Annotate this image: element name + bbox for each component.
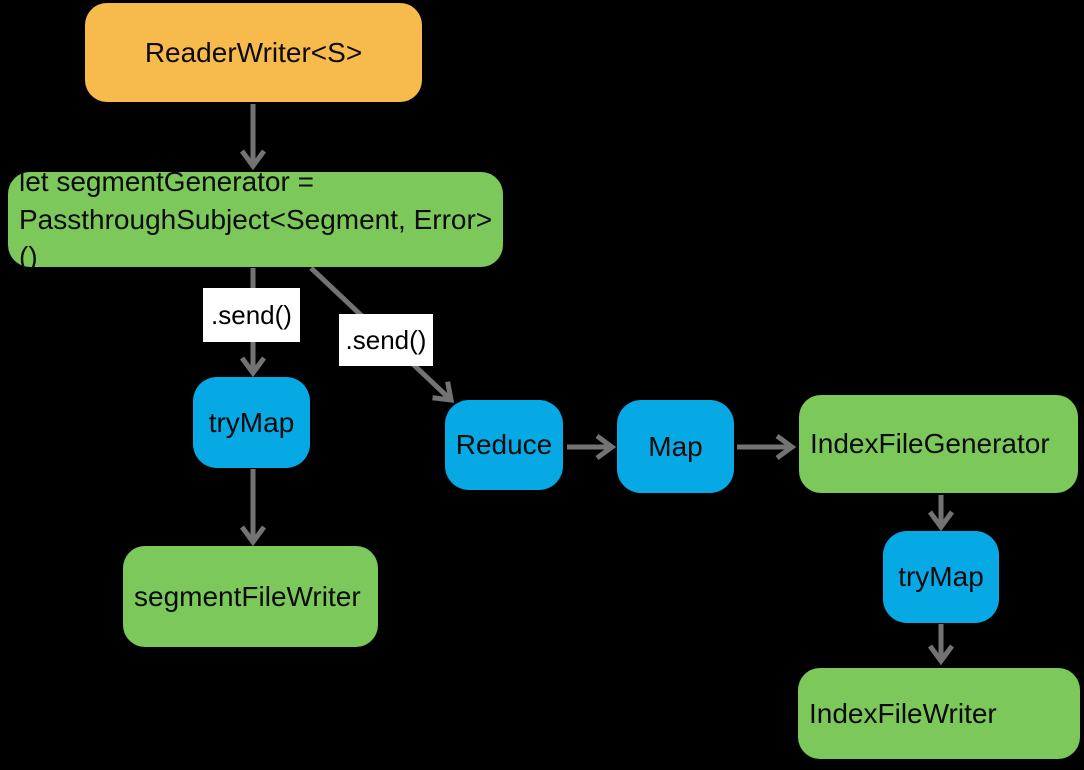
node-reader-writer: ReaderWriter<S> <box>85 3 422 102</box>
edge-label-send-2: .send() <box>339 314 433 366</box>
node-index-file-writer-label: IndexFileWriter <box>809 697 997 729</box>
node-index-file-writer: IndexFileWriter <box>798 668 1080 759</box>
node-try-map-1: tryMap <box>193 377 310 468</box>
node-segment-file-writer-label: segmentFileWriter <box>134 580 361 612</box>
node-reader-writer-label: ReaderWriter<S> <box>144 36 363 68</box>
node-segment-file-writer: segmentFileWriter <box>123 546 378 647</box>
node-reduce: Reduce <box>445 400 563 490</box>
node-index-file-generator: IndexFileGenerator <box>799 395 1078 493</box>
node-try-map-2-label: tryMap <box>898 561 984 593</box>
node-reduce-label: Reduce <box>455 429 553 461</box>
node-index-file-generator-label: IndexFileGenerator <box>810 428 1050 460</box>
node-map: Map <box>617 400 734 493</box>
edge-label-send-2-text: .send() <box>345 324 427 355</box>
edge-label-send-1: .send() <box>203 288 300 342</box>
node-try-map-2: tryMap <box>883 531 999 623</box>
node-map-label: Map <box>648 430 703 462</box>
node-segment-generator: let segmentGenerator = PassthroughSubjec… <box>8 166 503 272</box>
node-try-map-1-label: tryMap <box>208 406 295 438</box>
node-segment-generator-label: let segmentGenerator = PassthroughSubjec… <box>19 165 493 273</box>
edge-label-send-1-text: .send() <box>211 299 292 330</box>
